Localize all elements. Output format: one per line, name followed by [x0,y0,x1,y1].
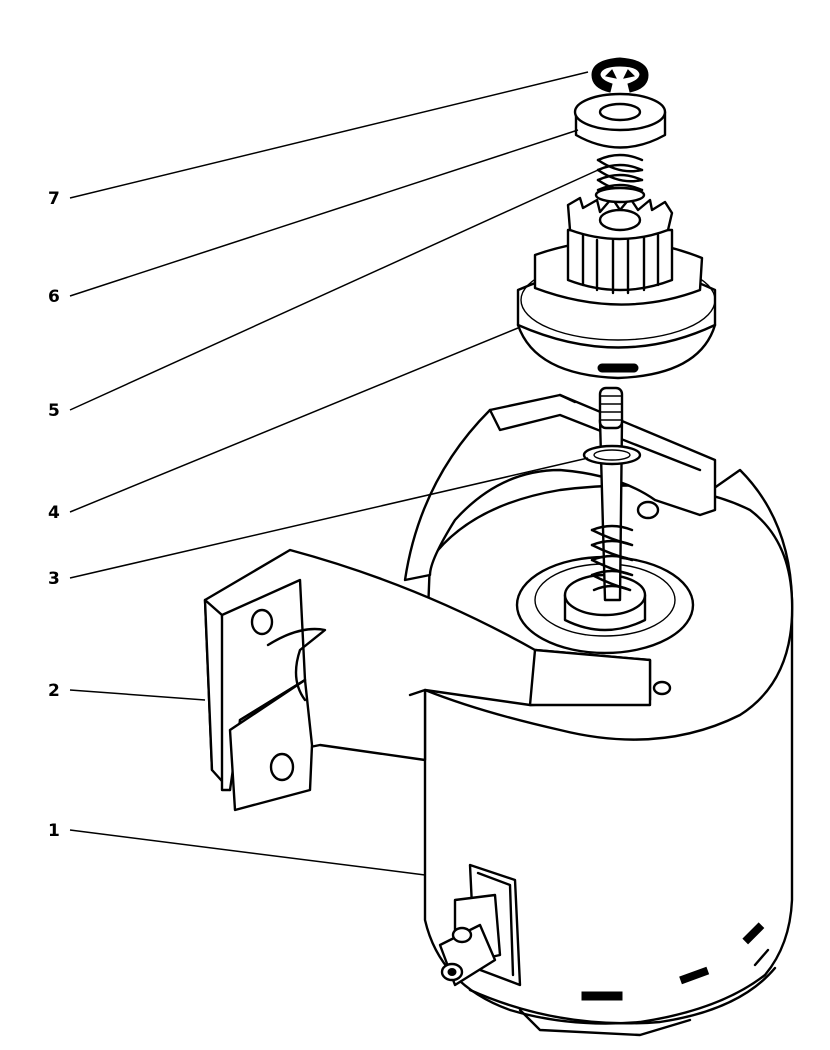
leader-line-7 [69,71,589,199]
callout-1: 1 [48,821,60,841]
callout-4: 4 [48,503,60,523]
drive-shaft [582,386,642,602]
drive-gear-hub [516,196,717,380]
pinion-gear [566,196,674,295]
callout-5: 5 [48,401,60,421]
callout-6: 6 [48,287,60,307]
threaded-tip [598,386,624,430]
bracket-hole [250,608,274,636]
leader-line-2 [69,689,206,701]
leader-lines [69,71,599,876]
leader-line-5 [69,169,599,411]
collar [573,92,667,149]
mounting-bracket [203,393,717,812]
callout-7: 7 [48,189,60,209]
bracket-hole [269,752,295,782]
bracket-hole [636,500,660,520]
hub-slot [597,363,639,373]
shaft-spring [590,524,634,592]
retaining-ring [591,57,649,93]
leader-line-3 [69,457,589,579]
bracket-hole [652,680,672,696]
housing-slot [742,922,765,945]
terminal-post [438,863,522,987]
housing-slot [679,966,710,985]
housing-slot [581,991,623,1001]
shaft-washer [582,444,642,466]
callout-3: 3 [48,569,60,589]
spring [594,153,646,204]
leader-line-6 [69,129,579,297]
leader-line-4 [69,327,519,513]
leader-line-1 [69,829,426,876]
callout-labels: 1 2 3 4 5 6 7 [48,189,60,841]
callout-2: 2 [48,681,60,701]
